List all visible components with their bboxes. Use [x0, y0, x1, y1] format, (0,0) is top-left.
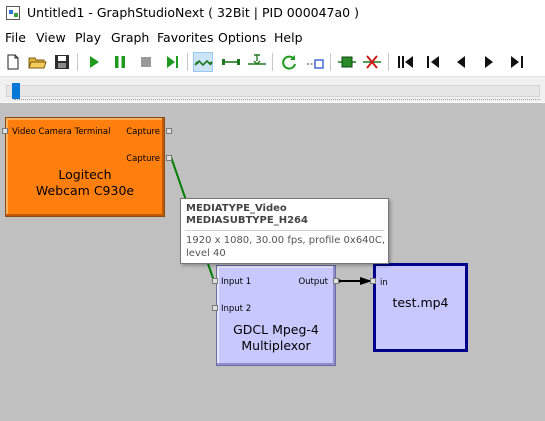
- filter-gdcl-mpeg4-multiplexor[interactable]: Input 1 Input 2 Output GDCL Mpeg-4 Multi…: [212, 265, 339, 366]
- play-icon[interactable]: [84, 52, 104, 72]
- menu-file[interactable]: File: [5, 30, 26, 45]
- seek-ticks: [14, 99, 540, 100]
- toolbar-separator: [187, 53, 188, 71]
- pin-video-camera-terminal[interactable]: [2, 128, 8, 134]
- filter-logitech-webcam[interactable]: Video Camera Terminal Capture Capture Lo…: [2, 117, 172, 217]
- pin-label-capture-1: Capture: [126, 127, 160, 137]
- seek-end-icon[interactable]: [507, 52, 527, 72]
- remove-filter-icon[interactable]: [362, 52, 382, 72]
- seek-thumb[interactable]: [12, 83, 21, 99]
- media-type-tooltip: MEDIATYPE_Video MEDIASUBTYPE_H264 1920 x…: [180, 198, 389, 264]
- pin-capture-1[interactable]: [166, 128, 172, 134]
- step-forward-icon[interactable]: [162, 52, 182, 72]
- pin-in[interactable]: [370, 278, 376, 284]
- pin-label-video-camera-terminal: Video Camera Terminal: [12, 127, 111, 137]
- filter-name: GDCL Mpeg-4 Multiplexor: [233, 322, 319, 353]
- open-folder-icon[interactable]: [27, 52, 47, 72]
- tooltip-sub-type: MEDIASUBTYPE_H264: [186, 215, 308, 226]
- menu-play[interactable]: Play: [75, 30, 102, 45]
- toolbar-separator: [272, 53, 273, 71]
- connection-arrow: [360, 277, 372, 285]
- pin-label-capture-2: Capture: [126, 154, 160, 164]
- tooltip-major-type: MEDIATYPE_Video: [186, 203, 287, 214]
- pin-capture-2[interactable]: [166, 155, 172, 161]
- seek-track[interactable]: [6, 85, 540, 97]
- toolbar: [0, 48, 545, 76]
- render-pin-icon[interactable]: [305, 52, 325, 72]
- menu-options[interactable]: Options: [218, 30, 267, 45]
- pin-label-output: Output: [298, 277, 328, 287]
- seek-bar: [0, 76, 545, 102]
- pin-label-input-1: Input 1: [221, 277, 252, 287]
- app-icon: [6, 6, 20, 20]
- save-icon[interactable]: [52, 52, 72, 72]
- pin-label-input-2: Input 2: [221, 304, 252, 314]
- connect-filters-icon[interactable]: [193, 52, 213, 72]
- pin-input-2[interactable]: [212, 305, 218, 311]
- pin-label-in: in: [380, 278, 388, 288]
- menu-favorites[interactable]: Favorites: [157, 30, 214, 45]
- new-file-icon[interactable]: [3, 52, 23, 72]
- graph-canvas[interactable]: Video Camera Terminal Capture Capture Lo…: [0, 103, 545, 421]
- add-filter-icon[interactable]: [337, 52, 357, 72]
- filter-name: test.mp4: [392, 295, 449, 310]
- frame-back-icon[interactable]: [451, 52, 471, 72]
- stop-icon[interactable]: [136, 52, 156, 72]
- connect-direct-icon[interactable]: [221, 52, 241, 72]
- menu-view[interactable]: View: [36, 30, 66, 45]
- menu-help[interactable]: Help: [274, 30, 303, 45]
- tooltip-format-detail: 1920 x 1080, 30.00 fps, profile 0x640C, …: [186, 235, 386, 259]
- title-bar: Untitled1 - GraphStudioNext ( 32Bit | PI…: [0, 0, 545, 28]
- toolbar-separator: [330, 53, 331, 71]
- insert-filter-icon[interactable]: [247, 52, 267, 72]
- tooltip-divider: [185, 230, 384, 231]
- pin-output[interactable]: [333, 278, 339, 284]
- pin-input-1[interactable]: [212, 278, 218, 284]
- refresh-icon[interactable]: [279, 52, 299, 72]
- toolbar-separator: [388, 53, 389, 71]
- menu-graph[interactable]: Graph: [111, 30, 150, 45]
- filter-test-mp4[interactable]: in test.mp4: [370, 263, 468, 352]
- frame-forward-icon[interactable]: [479, 52, 499, 72]
- pause-icon[interactable]: [110, 52, 130, 72]
- menu-bar: File View Play Graph Favorites Options H…: [0, 28, 545, 48]
- toolbar-separator: [77, 53, 78, 71]
- filter-name: Logitech Webcam C930e: [35, 167, 135, 198]
- seek-start-icon[interactable]: [395, 52, 415, 72]
- seek-back-icon[interactable]: [423, 52, 443, 72]
- window-title: Untitled1 - GraphStudioNext ( 32Bit | PI…: [27, 5, 359, 20]
